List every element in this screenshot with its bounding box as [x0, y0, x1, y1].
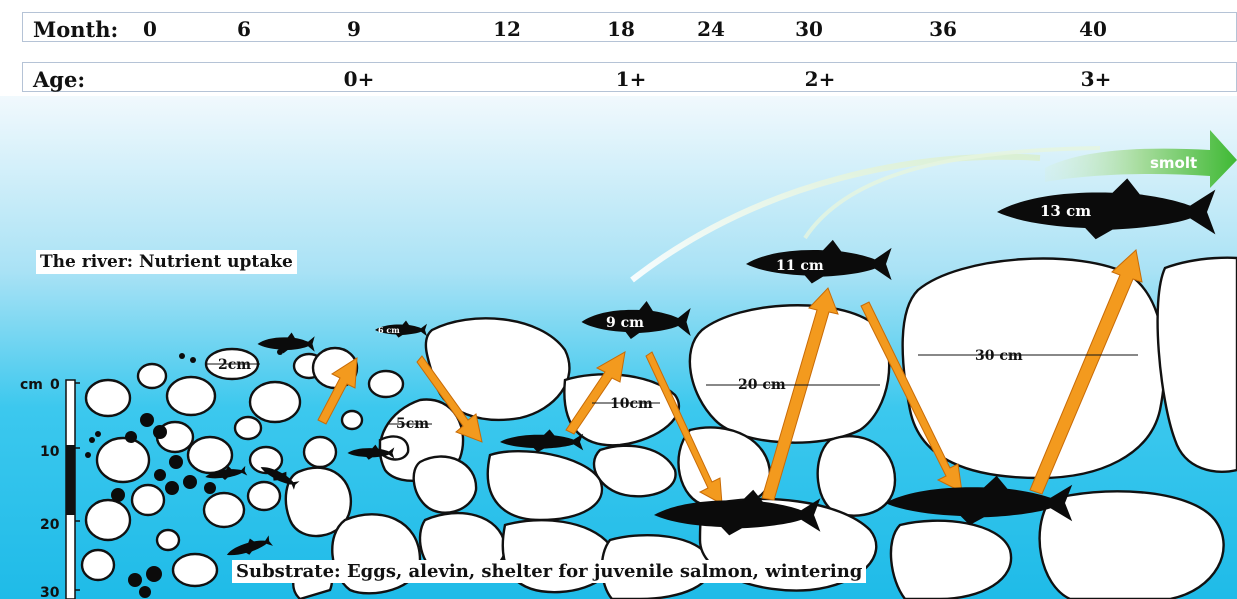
month-tick: 6	[237, 17, 251, 41]
depth-tick: 20	[40, 517, 60, 533]
fish-size: 13 cm	[1040, 202, 1091, 220]
age-tick: 2+	[805, 67, 836, 91]
stone-size: 2cm	[218, 357, 251, 373]
month-tick: 18	[607, 17, 635, 41]
month-tick: 12	[493, 17, 521, 41]
stone-size: 20 cm	[738, 377, 786, 393]
month-tick: 30	[795, 17, 823, 41]
age-tick: 1+	[616, 67, 647, 91]
stone-size: 30 cm	[975, 348, 1023, 364]
fish-size: 11 cm	[776, 258, 824, 274]
age-label: Age:	[33, 67, 85, 92]
substrate-label: Substrate: Eggs, alevin, shelter for juv…	[232, 560, 866, 583]
depth-tick: 30	[40, 585, 60, 599]
month-tick: 0	[143, 17, 157, 41]
smolt-label: smolt	[1150, 154, 1197, 172]
month-tick: 9	[347, 17, 361, 41]
age-tick: 0+	[344, 67, 375, 91]
depth-unit: cm	[20, 377, 43, 393]
depth-tick: 0	[50, 377, 60, 393]
river-label: The river: Nutrient uptake	[36, 250, 297, 274]
month-tick: 24	[697, 17, 725, 41]
fish-size: 9 cm	[606, 315, 644, 331]
month-bar: Month: 0 6 9 12 18 24 30 36 40	[22, 12, 1237, 42]
month-label: Month:	[33, 17, 118, 42]
month-tick: 36	[929, 17, 957, 41]
stone-size: 5cm	[396, 416, 429, 432]
depth-tick: 10	[40, 444, 60, 460]
age-bar: Age: 0+ 1+ 2+ 3+	[22, 62, 1237, 92]
river-illustration: smolt cm 0 10 20 30	[0, 96, 1237, 599]
stone-size: 10cm	[610, 396, 653, 412]
fish-size: 6 cm	[378, 325, 400, 335]
month-tick: 40	[1079, 17, 1107, 41]
age-tick: 3+	[1081, 67, 1112, 91]
